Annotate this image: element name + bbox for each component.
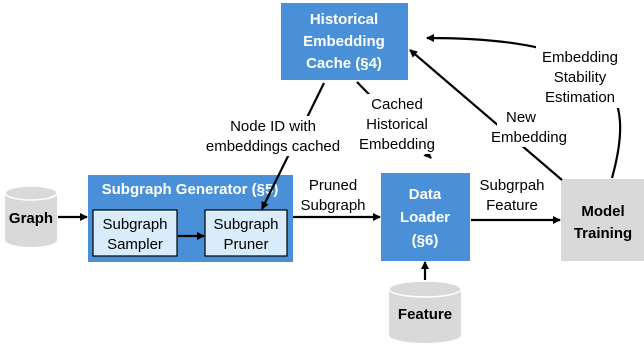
- subgraph-generator: Subgraph Generator (§5) Subgraph Sampler…: [88, 175, 293, 262]
- data-loader-line3: (§6): [412, 232, 439, 249]
- stability-label-line3: Estimation: [545, 89, 615, 106]
- subgraph-pruner-line2: Pruner: [223, 236, 268, 253]
- cache-box: [281, 3, 408, 80]
- stability-label-line2: Stability: [554, 69, 607, 86]
- graph-cylinder-top: [4, 185, 58, 201]
- subgraph-sampler-line2: Sampler: [107, 236, 163, 253]
- subgraph-sampler-line1: Subgraph: [102, 216, 167, 233]
- new-embedding-label-line1: New: [506, 109, 536, 126]
- model-training: Model Training: [561, 179, 644, 261]
- arrow-training-to-cache-new: [409, 49, 563, 181]
- pruned-label-line2: Subgraph: [300, 197, 365, 214]
- node-id-label-line2: embeddings cached: [206, 138, 340, 155]
- graph-cylinder-body: [5, 193, 57, 247]
- data-loader: Data Loader (§6): [381, 173, 470, 261]
- cache-label-line1: Historical: [310, 11, 378, 28]
- feature-cylinder-top: [388, 280, 462, 298]
- model-training-line1: Model: [581, 203, 624, 220]
- subgraph-feature-label-line1: Subgrpah: [479, 177, 544, 194]
- subgraph-pruner-box: [204, 209, 288, 257]
- cached-hist-label-line3: Embedding: [359, 136, 435, 153]
- node-id-label-bg: [212, 116, 340, 156]
- stability-label-bg: [536, 46, 626, 108]
- cache-label-line2: Embedding: [303, 33, 385, 50]
- historical-embedding-cache: Historical Embedding Cache (§4): [281, 3, 408, 80]
- data-loader-line1: Data: [409, 186, 442, 203]
- graph-database: Graph: [4, 185, 58, 247]
- node-id-label-line1: Node ID with: [230, 118, 316, 135]
- feature-label: Feature: [398, 306, 452, 323]
- feature-cylinder-body: [389, 289, 461, 343]
- cached-hist-label-line2: Historical: [366, 116, 428, 133]
- edge-labels: Node ID with embeddings cached Cached Hi…: [206, 46, 626, 214]
- data-loader-box: [381, 173, 470, 261]
- model-training-line2: Training: [574, 225, 632, 242]
- cached-hist-label-line1: Cached: [371, 96, 423, 113]
- stability-label-line1: Embedding: [542, 49, 618, 66]
- subgraph-feature-label-line2: Feature: [486, 197, 538, 214]
- feature-database: Feature: [388, 280, 462, 343]
- graph-label: Graph: [9, 210, 53, 227]
- new-embedding-label-line2: Embedding: [491, 129, 567, 146]
- new-embedding-label-bg: [497, 107, 561, 147]
- model-training-box: [561, 179, 644, 261]
- pruned-label-line1: Pruned: [309, 177, 357, 194]
- data-loader-line2: Loader: [400, 209, 450, 226]
- cached-hist-label-bg: [358, 94, 438, 154]
- cache-label-line3: Cache (§4): [306, 55, 382, 72]
- subgraph-pruner-line1: Subgraph: [213, 216, 278, 233]
- subgraph-generator-title: Subgraph Generator (§5): [102, 181, 279, 198]
- subgraph-sampler-box: [92, 209, 178, 257]
